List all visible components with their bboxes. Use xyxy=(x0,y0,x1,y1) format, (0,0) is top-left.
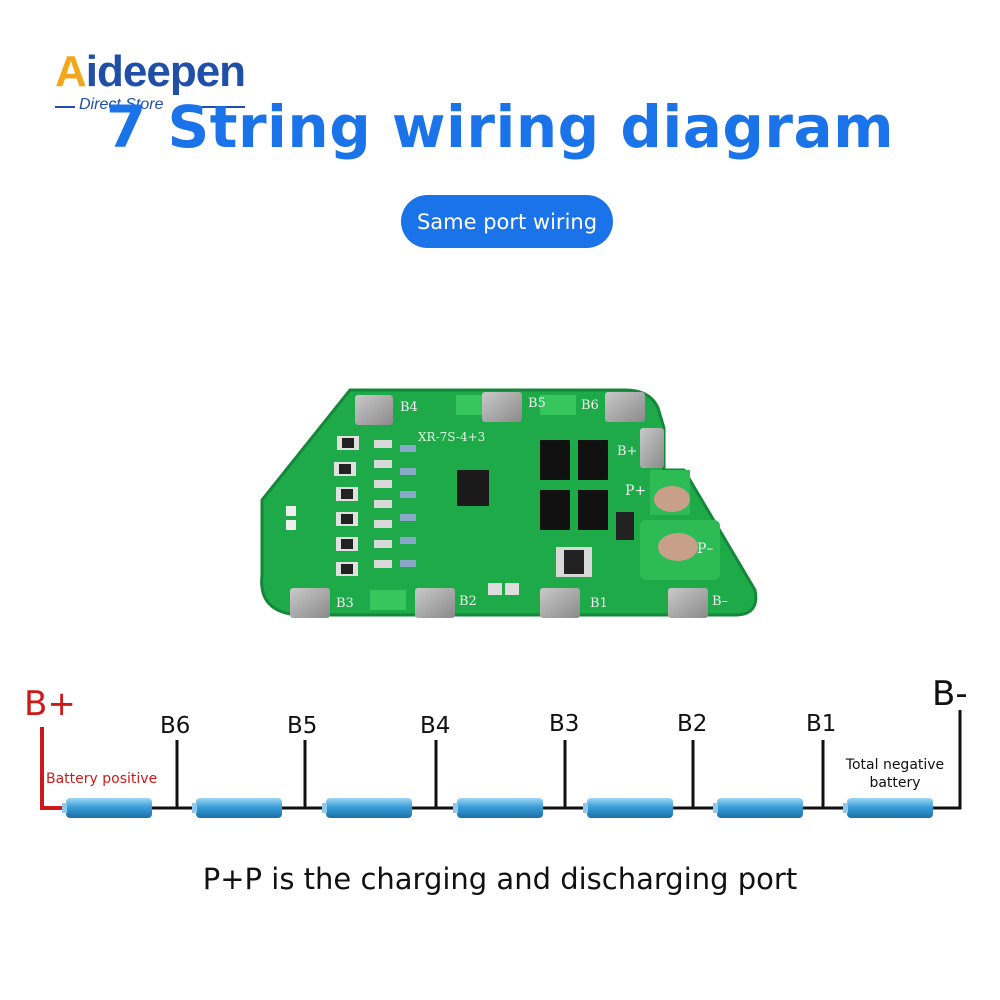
label-tap-b6: B6 xyxy=(160,713,190,739)
label-tap-b3: B3 xyxy=(549,711,579,737)
label-total-negative-battery: battery xyxy=(869,775,920,791)
small-component-column xyxy=(374,440,416,568)
battery-cell xyxy=(62,798,152,818)
logo-rule-left xyxy=(55,106,75,108)
label-b-plus: B+ xyxy=(24,684,76,724)
label-b6: B6 xyxy=(581,398,599,413)
board-model-label: XR-7S-4+3 xyxy=(418,430,485,444)
pad-b2 xyxy=(415,588,455,618)
pad-pminus xyxy=(658,533,698,561)
pad-b6 xyxy=(605,392,645,422)
copper-zone xyxy=(456,395,484,415)
label-tap-b2: B2 xyxy=(677,711,707,737)
capacitor xyxy=(505,583,519,595)
test-pad xyxy=(286,520,296,530)
positive-wire xyxy=(40,727,66,810)
battery-cell xyxy=(583,798,673,818)
label-bplus: B+ xyxy=(617,444,637,459)
mosfet xyxy=(578,490,608,530)
label-pplus: P+ xyxy=(625,483,646,499)
label-b-minus: B- xyxy=(932,674,968,714)
pad-b4 xyxy=(355,395,393,425)
mosfet xyxy=(578,440,608,480)
label-bminus: B– xyxy=(712,594,728,609)
logo-wordmark: Aideepen xyxy=(55,47,246,96)
logo-initial: A xyxy=(55,47,87,96)
copper-zone xyxy=(540,395,576,415)
label-total-negative: Total negative xyxy=(845,757,944,773)
shunt-resistor-body xyxy=(564,550,584,574)
pad-b1 xyxy=(540,588,580,618)
label-b2: B2 xyxy=(459,594,477,609)
battery-cell xyxy=(843,798,933,818)
label-tap-b1: B1 xyxy=(806,711,836,737)
wiring-diagram: B+ B- B6 B5 B4 B3 B2 B1 Battery positive… xyxy=(24,674,968,818)
mosfet xyxy=(540,490,570,530)
copper-zone xyxy=(370,590,406,610)
label-pminus: P– xyxy=(697,541,713,557)
test-pad xyxy=(286,506,296,516)
label-b1: B1 xyxy=(590,596,608,611)
brand-logo: Aideepen Direct Store xyxy=(55,48,285,118)
label-battery-positive: Battery positive xyxy=(46,771,157,787)
label-tap-b4: B4 xyxy=(420,713,450,739)
label-b4: B4 xyxy=(400,400,418,415)
pad-b5 xyxy=(482,392,522,422)
logo-rule-right xyxy=(195,106,245,108)
label-tap-b5: B5 xyxy=(287,713,317,739)
page-title: 7 String wiring diagram xyxy=(105,93,895,161)
logo-rest: ideepen xyxy=(85,47,246,96)
label-b5: B5 xyxy=(528,396,546,411)
pcb-board: B4 B5 B6 B+ P+ P– B3 B2 B1 B– XR-7S-4+3 xyxy=(260,388,758,618)
pad-bplus xyxy=(640,428,664,468)
mosfet xyxy=(540,440,570,480)
logo-subtitle: Direct Store xyxy=(79,96,164,113)
battery-cell xyxy=(322,798,412,818)
pad-bminus xyxy=(668,588,708,618)
resistor-column xyxy=(334,436,359,576)
ic-chip xyxy=(457,470,489,506)
pad-b3 xyxy=(290,588,330,618)
same-port-wiring-badge: Same port wiring xyxy=(401,195,613,248)
capacitor xyxy=(488,583,502,595)
label-b3: B3 xyxy=(336,596,354,611)
pad-pplus xyxy=(654,486,690,512)
port-caption: P+P is the charging and discharging port xyxy=(202,862,798,896)
diode xyxy=(616,512,634,540)
battery-cell xyxy=(453,798,543,818)
battery-cell xyxy=(713,798,803,818)
battery-cell xyxy=(192,798,282,818)
